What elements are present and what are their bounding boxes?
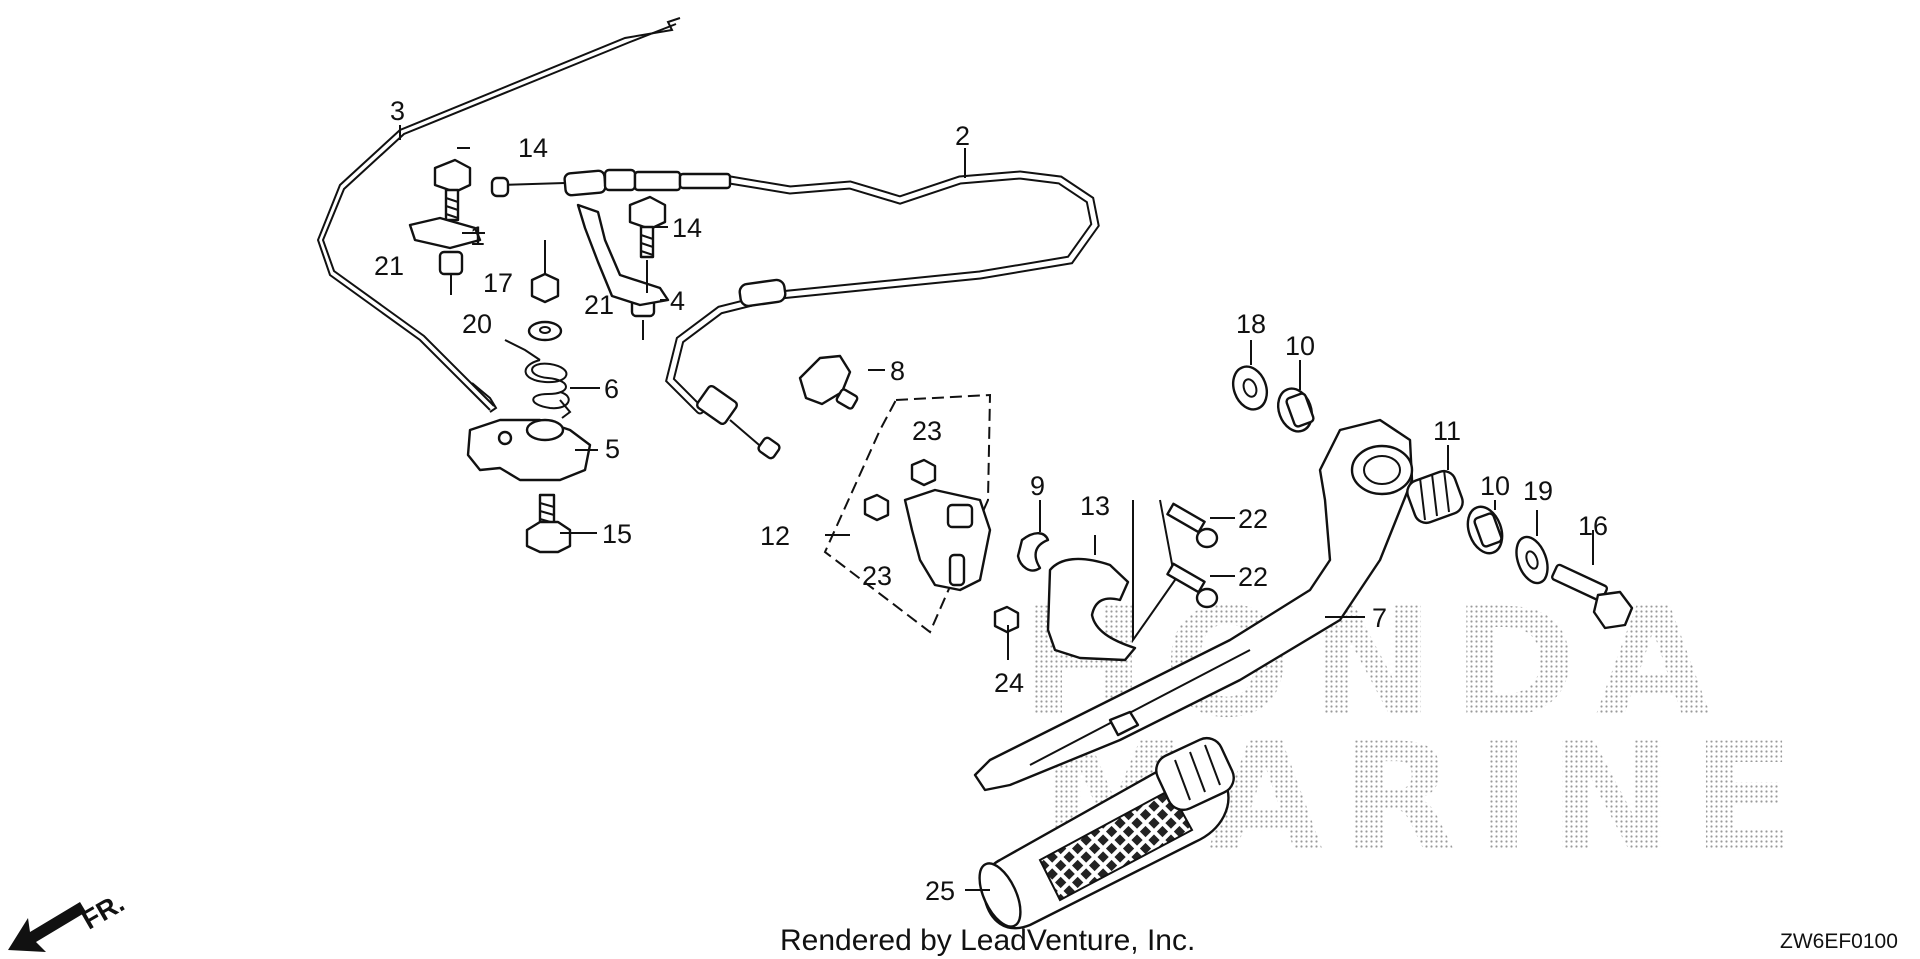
- callout-24: 24: [994, 668, 1024, 698]
- callout-12: 12: [760, 521, 790, 551]
- callout-8: 8: [890, 356, 905, 386]
- callout-11: 11: [1433, 416, 1461, 446]
- washer-part-19: [1515, 535, 1549, 585]
- screw-part-22-upper: [1166, 502, 1219, 549]
- footer-credit: Rendered by LeadVenture, Inc.: [780, 924, 1195, 957]
- spring-part-6: [504, 339, 572, 419]
- screw-part-22-lower: [1166, 562, 1219, 609]
- cable-part-2: [490, 168, 1100, 460]
- rod-part-3: [316, 17, 681, 413]
- front-direction-arrow: FR.: [8, 888, 129, 952]
- callout-5: 5: [605, 434, 620, 464]
- callout-10-left: 10: [1285, 331, 1315, 361]
- front-label: FR.: [77, 888, 130, 936]
- collar-part-11: [1406, 469, 1464, 525]
- knob-part-8: [798, 354, 859, 410]
- callout-1: 1: [470, 221, 485, 251]
- callout-15: 15: [602, 519, 632, 549]
- grip-part-25: [978, 736, 1235, 930]
- callout-22-lower: 22: [1238, 562, 1268, 592]
- bolt-part-14-upper: [433, 158, 472, 222]
- washer-part-20: [527, 320, 563, 342]
- callout-10-right: 10: [1480, 471, 1510, 501]
- callout-22-upper: 22: [1238, 504, 1268, 534]
- callout-6: 6: [604, 374, 619, 404]
- callout-23-lower: 23: [862, 561, 892, 591]
- callout-4: 4: [670, 286, 685, 316]
- washer-part-18: [1231, 365, 1269, 411]
- bolt-part-15: [525, 493, 572, 554]
- collar-part-21-left: [438, 250, 464, 276]
- callout-16: 16: [1578, 511, 1608, 541]
- callout-2: 2: [955, 121, 970, 151]
- tiller-handle-part-7: [973, 418, 1414, 792]
- callout-3: 3: [390, 96, 405, 126]
- nut-part-24: [993, 605, 1020, 634]
- shim-part-9: [1016, 532, 1050, 572]
- callout-19: 19: [1523, 476, 1553, 506]
- nut-part-23-upper: [910, 458, 937, 487]
- nut-part-17: [530, 272, 560, 304]
- plate-part-1: [408, 216, 482, 250]
- callout-9: 9: [1030, 471, 1045, 501]
- callout-labels: 1 2 3 4 5 6 7 8 9 10 10 11 12 13 14 14 1…: [374, 96, 1608, 906]
- callout-18: 18: [1236, 309, 1266, 339]
- bushing-part-10-right: [1466, 505, 1504, 555]
- callout-21-left: 21: [374, 251, 404, 281]
- friction-assembly-part-12: [823, 393, 992, 634]
- callout-17: 17: [483, 268, 513, 298]
- callout-21-right: 21: [584, 290, 614, 320]
- callout-14-lower: 14: [672, 213, 702, 243]
- nut-part-23-lower: [863, 493, 890, 522]
- bracket-part-13: [1046, 557, 1137, 662]
- diagram-code: ZW6EF0100: [1780, 930, 1898, 953]
- callout-13: 13: [1080, 491, 1110, 521]
- callout-20: 20: [462, 309, 492, 339]
- leader-lines: [399, 125, 1594, 891]
- bolt-part-16: [1551, 563, 1634, 630]
- bolt-part-14-lower: [628, 195, 667, 259]
- callout-23-upper: 23: [912, 416, 942, 446]
- callout-7: 7: [1372, 603, 1387, 633]
- callout-25: 25: [925, 876, 955, 906]
- callout-14-upper: 14: [518, 133, 548, 163]
- bushing-part-10-left: [1276, 387, 1315, 433]
